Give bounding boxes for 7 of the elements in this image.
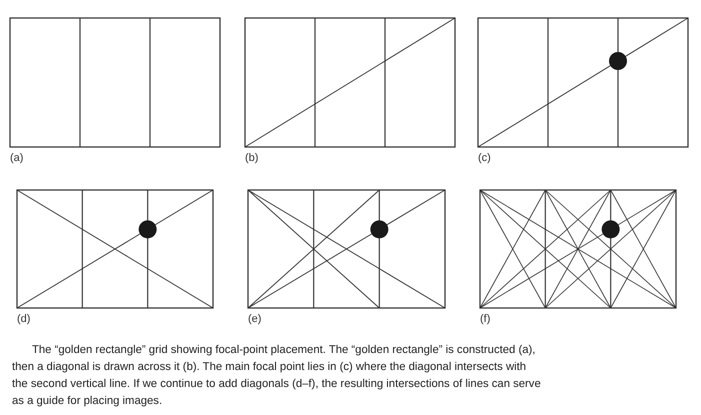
panel-label: (a) — [10, 152, 24, 164]
caption: The “golden rectangle” grid showing focal-point placement. The “golden rectangle” is constructed (a), then a diagonal is drawn across it (b). The main focal point lies in (c) where the diagonal intersects with the second vertical line. If we continue to add diagonals (d–f), the resulting intersections of lines can serve as a guide for placing images. — [12, 343, 542, 409]
panel-label: (e) — [248, 313, 262, 325]
panel-label: (d) — [17, 313, 30, 325]
panel-label: (c) — [478, 152, 491, 164]
panel-label: (f) — [480, 313, 490, 325]
panel-label: (b) — [245, 152, 258, 164]
